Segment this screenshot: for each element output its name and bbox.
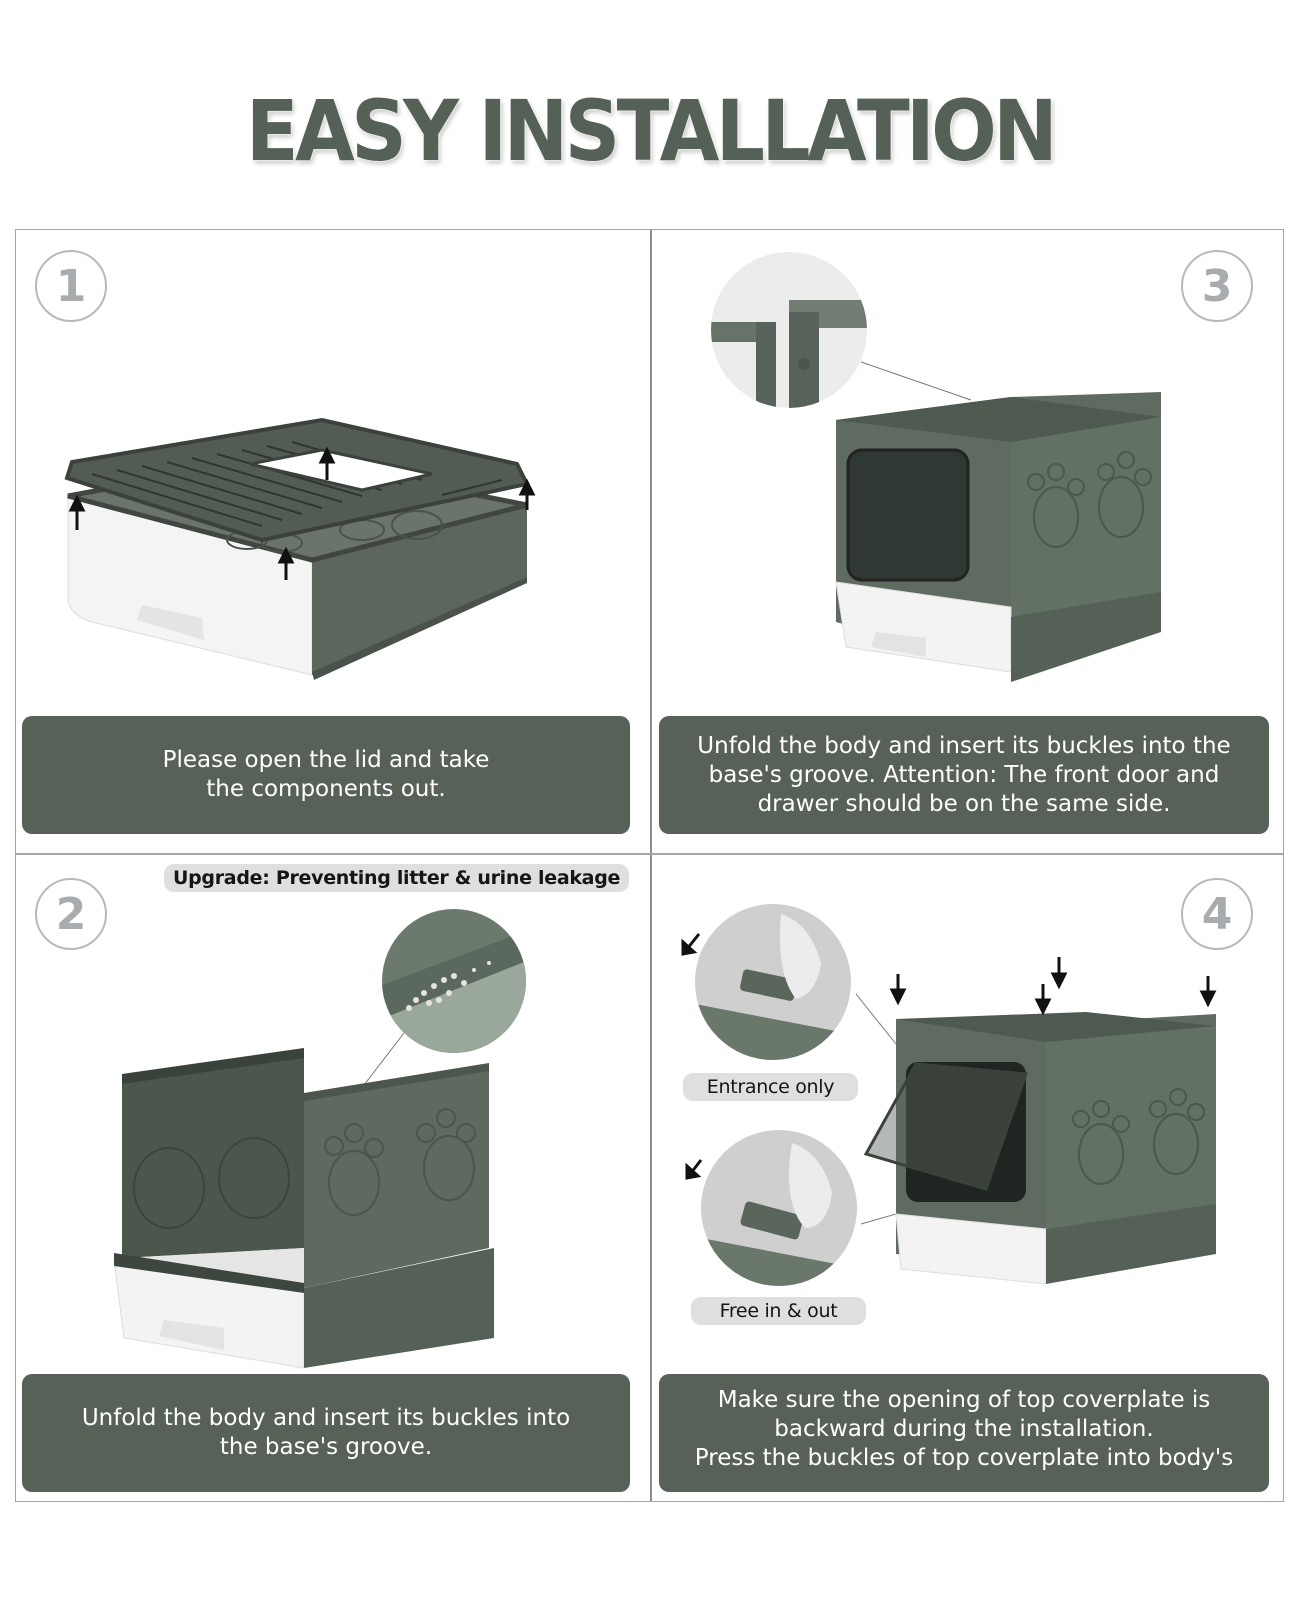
step-1-caption: Please open the lid and take the compone… <box>22 716 630 834</box>
step-1-caption-line-2: the components out. <box>206 776 446 802</box>
step-3-caption-line-3: drawer should be on the same side. <box>757 790 1171 817</box>
step-2-caption-line-2: the base's groove. <box>219 1434 433 1460</box>
entrance-only-label: Entrance only <box>683 1073 858 1101</box>
step-3-product-image <box>711 252 1161 682</box>
free-in-out-arrow-icon <box>685 1159 703 1180</box>
grid-divider-horizontal <box>16 853 1283 855</box>
step-4-caption: Make sure the opening of top coverplate … <box>659 1374 1269 1492</box>
press-down-arrows-icon <box>889 957 1217 1016</box>
step-4-caption-line-2: backward during the installation. <box>774 1416 1154 1442</box>
free-in-out-label: Free in & out <box>691 1297 866 1325</box>
step-1-number-badge: 1 <box>35 250 107 322</box>
step-3-panel: 3 <box>651 230 1285 853</box>
step-3-caption: Unfold the body and insert its buckles i… <box>659 716 1269 834</box>
step-1-caption-line-1: Please open the lid and take <box>162 747 490 773</box>
page-title: EASY INSTALLATION <box>245 82 1058 180</box>
step-3-number-badge: 3 <box>1181 250 1253 322</box>
installation-steps-grid: 1 <box>15 229 1284 1502</box>
step-2-number-badge: 2 <box>35 878 107 950</box>
step-4-number-badge: 4 <box>1181 878 1253 950</box>
entrance-only-detail-image <box>681 904 851 1060</box>
grid-divider-vertical <box>650 230 652 1501</box>
step-2-panel: 2 Upgrade: Preventing litter & urine lea… <box>16 854 650 1492</box>
step-3-caption-line-2: base's groove. Attention: The front door… <box>708 761 1220 788</box>
step-2-caption: Unfold the body and insert its buckles i… <box>22 1374 630 1492</box>
step-1-product-image <box>64 417 536 680</box>
step-4-panel: 4 Entrance only <box>651 854 1285 1492</box>
step-4-product-image <box>855 957 1217 1285</box>
entrance-only-arrow-icon <box>681 933 701 956</box>
step-4-caption-line-1: Make sure the opening of top coverplate … <box>717 1387 1211 1413</box>
step-3-caption-line-1: Unfold the body and insert its buckles i… <box>697 732 1231 759</box>
step-2-caption-line-1: Unfold the body and insert its buckles i… <box>81 1405 571 1431</box>
step-4-caption-line-3: Press the buckles of top coverplate into… <box>694 1445 1234 1471</box>
step-1-panel: 1 <box>16 230 650 853</box>
free-in-out-detail-image <box>685 1130 857 1286</box>
upgrade-badge: Upgrade: Preventing litter & urine leaka… <box>164 864 630 892</box>
step-2-product-image <box>113 909 526 1369</box>
